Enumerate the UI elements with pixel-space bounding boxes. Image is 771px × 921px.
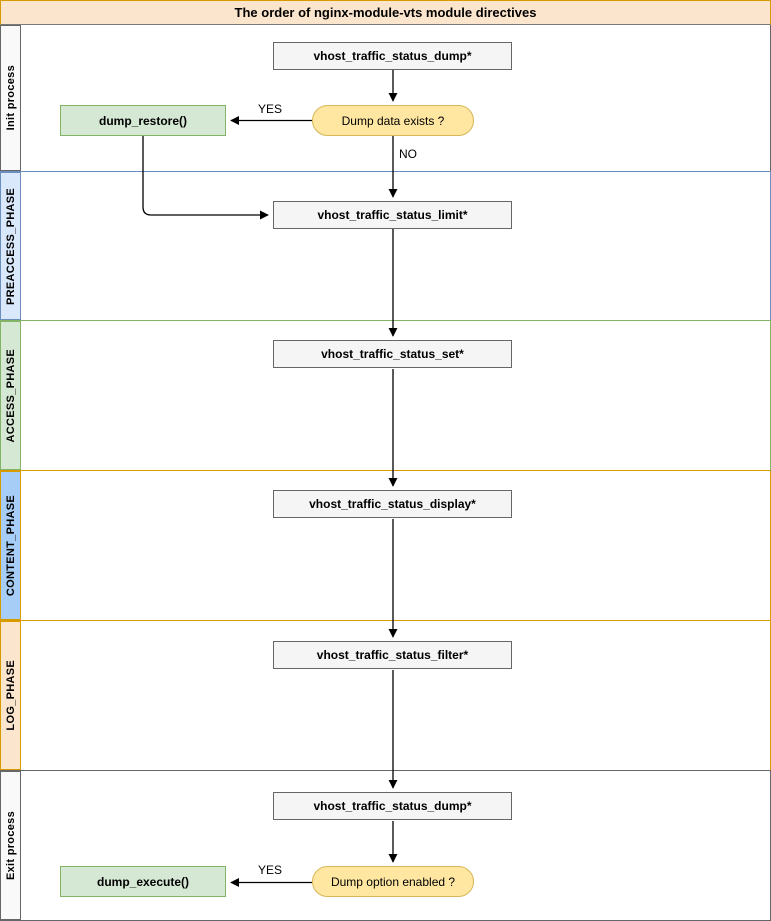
edge-label-no-init: NO	[399, 147, 417, 161]
node-dump-data-exists: Dump data exists ?	[312, 105, 474, 136]
node-dump-execute: dump_execute()	[60, 866, 226, 897]
lane-strip-access-phase: ACCESS_PHASE	[0, 321, 21, 470]
lane-label-content-phase: CONTENT_PHASE	[4, 494, 17, 597]
lane-label-init-process: Init process	[4, 65, 17, 131]
node-vts-dump-init: vhost_traffic_status_dump*	[273, 42, 512, 70]
lane-label-log-phase: LOG_PHASE	[4, 660, 17, 731]
edge-label-yes-exit: YES	[257, 863, 282, 877]
lane-strip-content-phase: CONTENT_PHASE	[0, 471, 21, 620]
edge-label-yes-init: YES	[257, 102, 282, 116]
lane-content-phase: CONTENT_PHASE	[0, 470, 771, 620]
lane-preaccess-phase: PREACCESS_PHASE	[0, 171, 771, 320]
node-vts-display: vhost_traffic_status_display*	[273, 490, 512, 518]
lane-label-exit-process: Exit process	[4, 810, 17, 881]
node-vts-dump-exit: vhost_traffic_status_dump*	[273, 792, 512, 820]
lane-label-preaccess-phase: PREACCESS_PHASE	[4, 187, 17, 305]
lane-strip-exit-process: Exit process	[0, 771, 21, 920]
node-vts-limit: vhost_traffic_status_limit*	[273, 201, 512, 229]
node-dump-option-enabled: Dump option enabled ?	[312, 866, 474, 897]
lane-strip-preaccess-phase: PREACCESS_PHASE	[0, 172, 21, 320]
lane-strip-init-process: Init process	[0, 25, 21, 171]
node-vts-filter: vhost_traffic_status_filter*	[273, 641, 512, 669]
diagram-title: The order of nginx-module-vts module dir…	[0, 0, 771, 25]
lane-strip-log-phase: LOG_PHASE	[0, 621, 21, 770]
node-dump-restore: dump_restore()	[60, 105, 226, 136]
lane-label-access-phase: ACCESS_PHASE	[4, 348, 17, 443]
node-vts-set: vhost_traffic_status_set*	[273, 340, 512, 368]
